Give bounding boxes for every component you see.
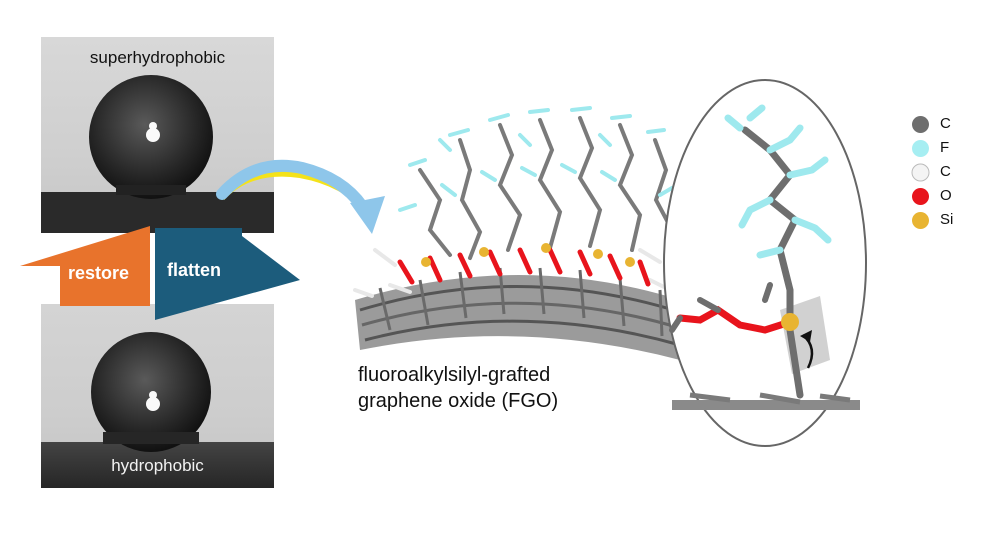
legend-label: C — [940, 115, 951, 132]
legend-dots — [911, 116, 930, 229]
hydrophobic-droplet-drawing — [41, 332, 274, 488]
curved-arrow — [216, 159, 368, 212]
graphene-sheet — [355, 267, 681, 360]
legend-dot-silicon — [912, 212, 929, 229]
legend-label: Si — [940, 211, 954, 228]
hydrophobic-photo: hydrophobic — [41, 304, 274, 488]
curved-arrow-head — [350, 196, 385, 234]
legend-label: O — [940, 187, 952, 204]
hydrophobic-label: hydrophobic — [111, 456, 204, 475]
legend-dot-fluorine — [912, 140, 929, 157]
silicon-atom — [781, 313, 799, 331]
zoom-detail — [663, 79, 867, 447]
flatten-label: flatten — [167, 260, 221, 280]
restore-label: restore — [68, 263, 130, 283]
superhydrophobic-photo: superhydrophobic — [41, 37, 274, 233]
zoom-ellipse — [663, 79, 867, 447]
legend-label: F — [940, 139, 950, 156]
superhydrophobic-droplet-drawing — [41, 75, 274, 233]
superhydrophobic-label: superhydrophobic — [89, 48, 226, 67]
legend-dot-oxygen — [912, 188, 929, 205]
legend-label: C — [940, 163, 951, 180]
fgo-caption-line2: graphene oxide (FGO) — [358, 390, 559, 412]
restore-arrow — [20, 226, 150, 306]
legend-dot-carbon-white — [911, 163, 930, 182]
siloxane-linkers — [397, 243, 651, 287]
flatten-arrow — [155, 228, 300, 320]
fluoroalkyl-chains — [353, 106, 674, 298]
substrate-surface — [41, 192, 274, 233]
fgo-caption-line1: fluoroalkylsilyl-grafted — [358, 364, 551, 386]
fluorine-atoms — [724, 104, 832, 259]
legend-dot-carbon-grey — [912, 116, 929, 133]
